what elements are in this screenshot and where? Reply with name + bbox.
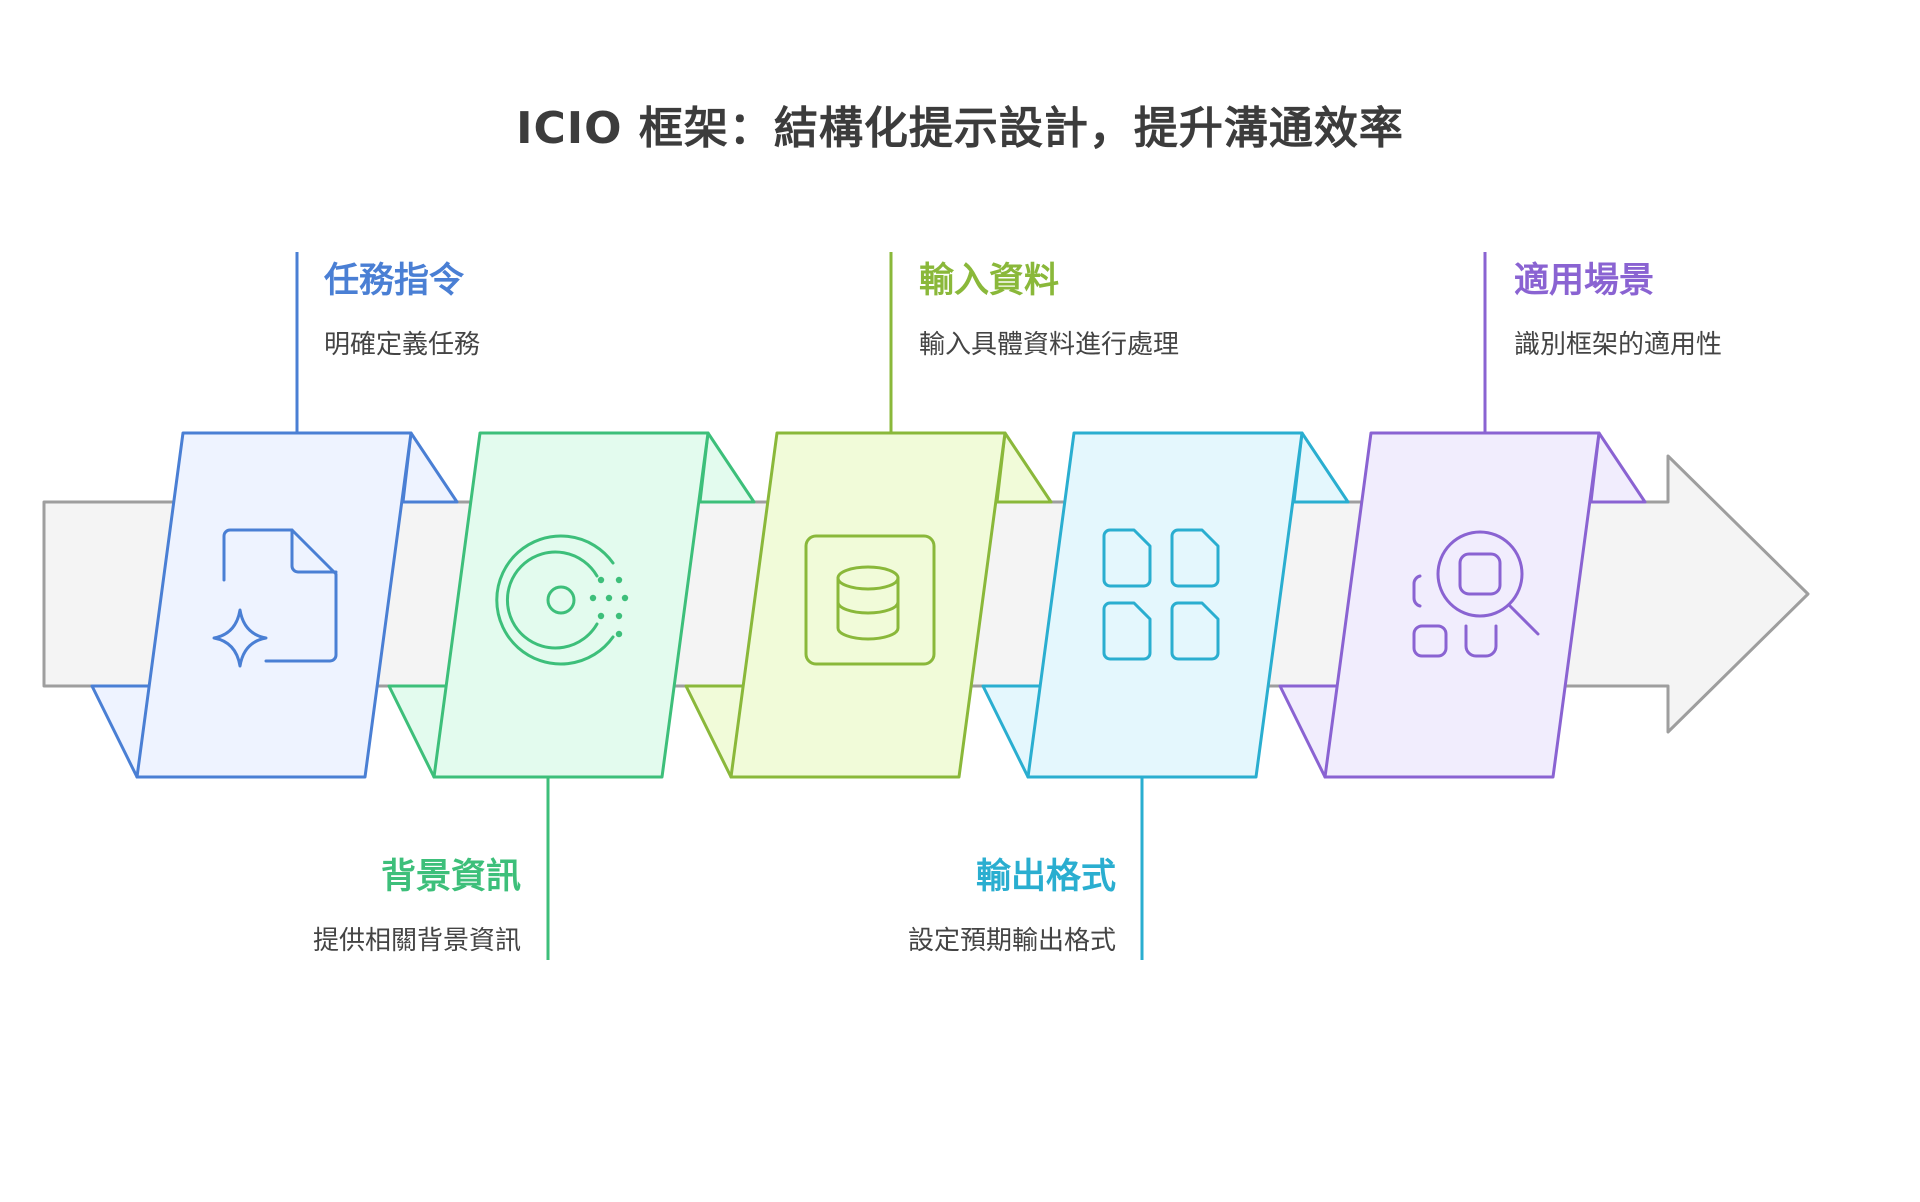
dot-4 <box>605 594 613 602</box>
dot-2 <box>615 576 623 584</box>
document-tile-1 <box>1102 528 1152 588</box>
magnifier-handle <box>1508 604 1540 636</box>
step-3-card <box>729 431 1007 779</box>
dot-6 <box>597 612 605 620</box>
context-c-icon <box>495 534 629 666</box>
cylinder-body <box>836 576 900 641</box>
step-5-title: 適用場景 <box>1514 261 1655 301</box>
step-5-panel <box>1278 431 1647 779</box>
dot-5 <box>621 594 629 602</box>
page-title: ICIO 框架：結構化提示設計，提升溝通效率 <box>516 103 1404 154</box>
database-icon <box>804 534 936 666</box>
document-tile-3 <box>1102 601 1152 661</box>
grid-documents-icon <box>1102 528 1220 661</box>
center-ring <box>546 585 576 615</box>
document-sparkle-icon <box>212 528 338 668</box>
step-3-title: 輸入資料 <box>919 261 1060 301</box>
step-2-desc: 提供相關背景資訊 <box>312 926 521 956</box>
magnifier-lens <box>1436 530 1524 618</box>
step-5-card <box>1323 431 1601 779</box>
step-5-desc: 識別框架的適用性 <box>1514 330 1723 360</box>
step-3-desc: 輸入具體資料進行處理 <box>919 330 1180 360</box>
step-3-panel <box>684 431 1053 779</box>
cylinder-band <box>836 600 900 615</box>
step-1-panel <box>90 431 459 779</box>
dot-3 <box>589 594 597 602</box>
small-bracket <box>1412 574 1422 608</box>
dot-8 <box>615 630 623 638</box>
small-cup <box>1464 624 1498 658</box>
document-outline <box>222 528 338 663</box>
dot-1 <box>597 576 605 584</box>
document-corner <box>290 528 338 574</box>
document-tile-4 <box>1170 601 1220 661</box>
document-tile-2 <box>1170 528 1220 588</box>
frame-square <box>804 534 936 666</box>
inner-square <box>1458 552 1502 596</box>
step-4-card <box>1026 431 1304 779</box>
outer-arc <box>495 534 615 666</box>
dot-7 <box>615 612 623 620</box>
inner-arc <box>505 550 599 650</box>
step-4-desc: 設定預期輸出格式 <box>907 926 1116 956</box>
step-2-card <box>432 431 710 779</box>
step-1-card <box>135 431 413 779</box>
step-1-desc: 明確定義任務 <box>324 330 481 360</box>
step-2-panel <box>387 431 756 779</box>
step-2-title: 背景資訊 <box>380 857 521 897</box>
small-square <box>1412 624 1448 658</box>
search-shapes-icon <box>1412 530 1540 658</box>
step-1-title: 任務指令 <box>324 261 465 301</box>
step-4-title: 輸出格式 <box>975 857 1116 897</box>
step-4-panel <box>981 431 1350 779</box>
sparkle-shape <box>212 608 268 668</box>
